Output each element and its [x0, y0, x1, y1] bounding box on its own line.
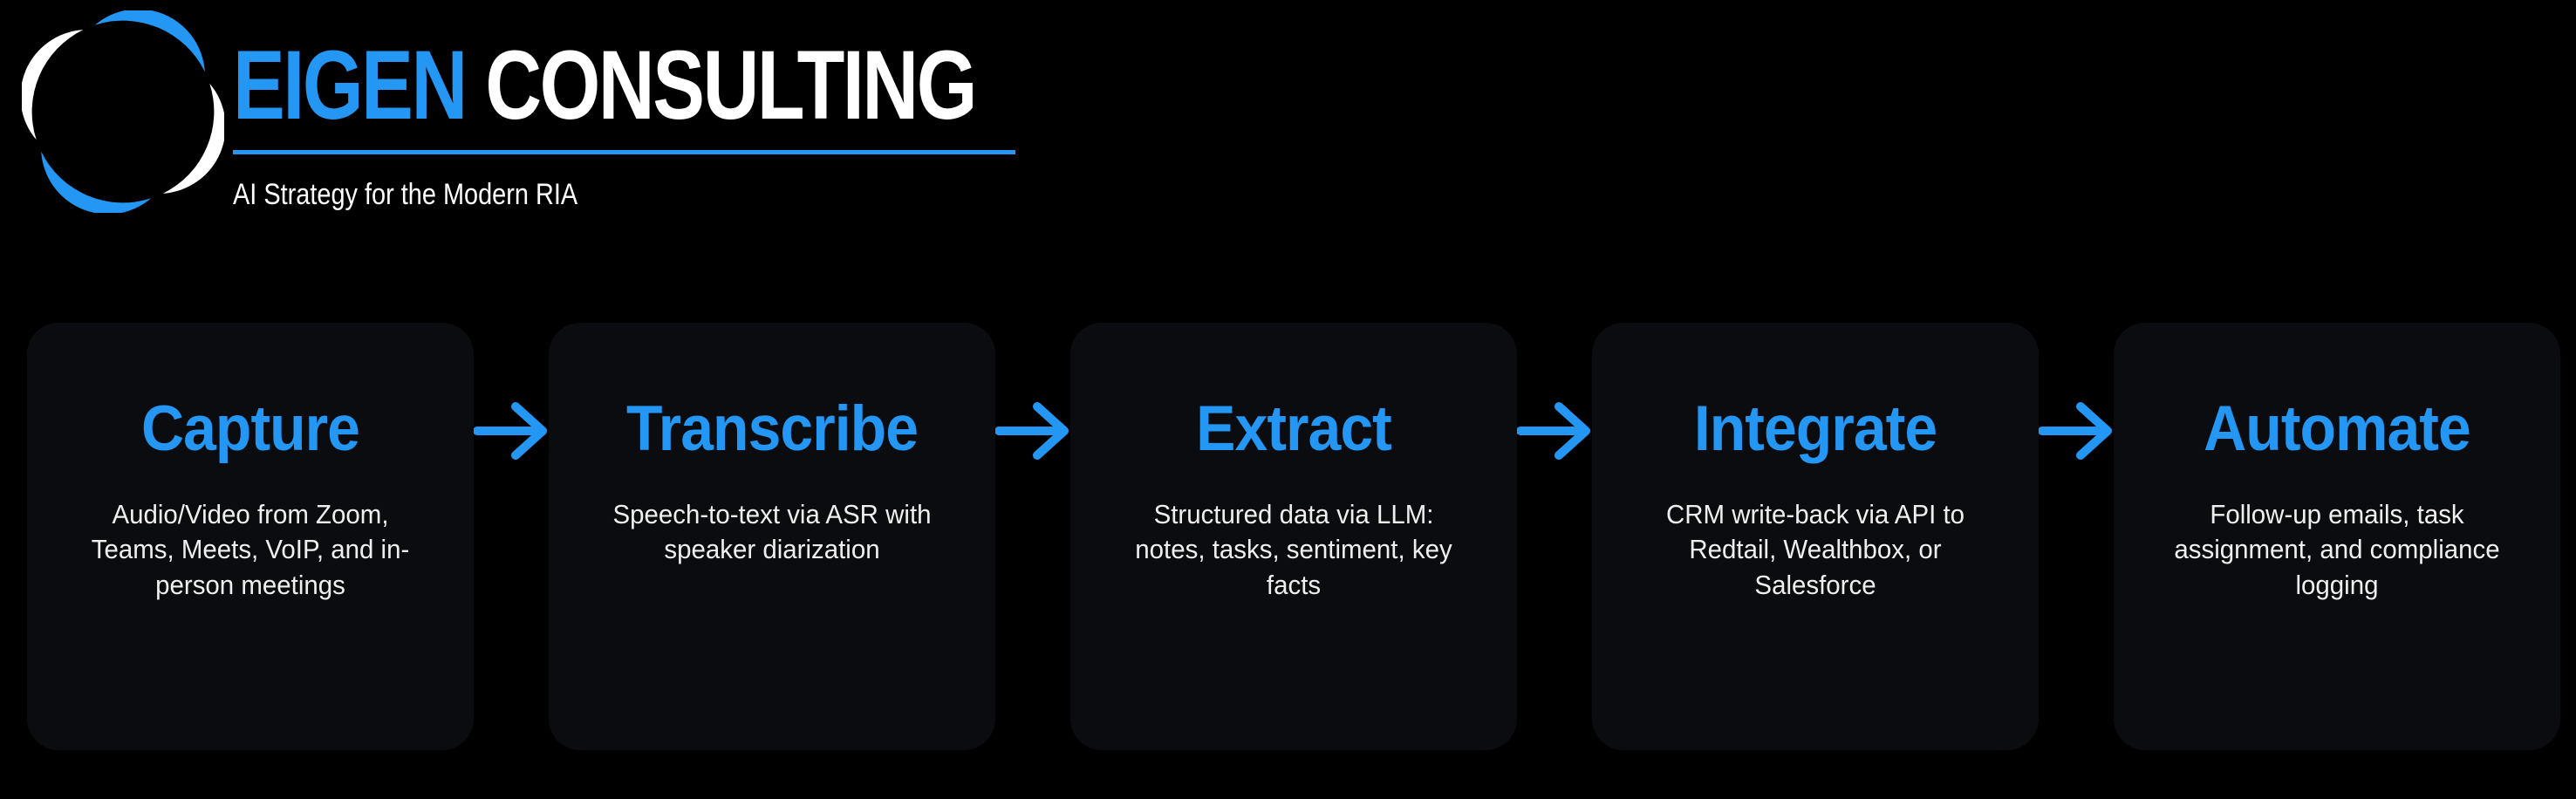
pipeline-arrow-cell	[2039, 323, 2114, 750]
brand-title-secondary: CONSULTING	[485, 31, 977, 140]
card-description: Speech-to-text via ASR with speaker diar…	[612, 499, 932, 565]
brand-underline	[233, 150, 1015, 154]
card-title: Integrate	[1693, 393, 1937, 464]
card-description: Audio/Video from Zoom, Teams, Meets, VoI…	[91, 499, 410, 600]
pipeline-arrow-cell	[1517, 323, 1592, 750]
pipeline-card-capture: Capture Audio/Video from Zoom, Teams, Me…	[27, 323, 474, 750]
brand-title-block: EIGEN CONSULTING AI Strategy for the Mod…	[233, 37, 1161, 213]
card-title: Capture	[140, 393, 360, 464]
swirl-logo-icon	[20, 9, 226, 215]
card-description: CRM write-back via API to Redtail, Wealt…	[1665, 499, 1965, 600]
arrow-right-icon	[995, 402, 1069, 460]
card-description: Structured data via LLM: notes, tasks, s…	[1135, 499, 1452, 600]
pipeline-card-extract: Extract Structured data via LLM: notes, …	[1070, 323, 1517, 750]
card-title: Transcribe	[625, 393, 919, 464]
arrow-right-icon	[474, 402, 547, 460]
card-title: Extract	[1196, 393, 1392, 464]
pipeline-card-transcribe: Transcribe Speech-to-text via ASR with s…	[549, 323, 995, 750]
pipeline-row: Capture Audio/Video from Zoom, Teams, Me…	[27, 323, 2560, 750]
arrow-right-icon	[1517, 402, 1590, 460]
pipeline-arrow-cell	[995, 323, 1070, 750]
card-title: Automate	[2204, 393, 2471, 464]
pipeline-card-integrate: Integrate CRM write-back via API to Redt…	[1592, 323, 2039, 750]
brand-title-primary: EIGEN	[233, 31, 468, 140]
pipeline-arrow-cell	[474, 323, 549, 750]
card-description: Follow-up emails, task assignment, and c…	[2174, 499, 2500, 600]
brand-tagline: AI Strategy for the Modern RIA	[233, 178, 578, 211]
pipeline-card-automate: Automate Follow-up emails, task assignme…	[2114, 323, 2560, 750]
brand-title: EIGEN CONSULTING	[233, 37, 977, 134]
arrow-right-icon	[2039, 402, 2112, 460]
header: EIGEN CONSULTING AI Strategy for the Mod…	[20, 9, 1161, 215]
brand-logo	[20, 9, 226, 215]
